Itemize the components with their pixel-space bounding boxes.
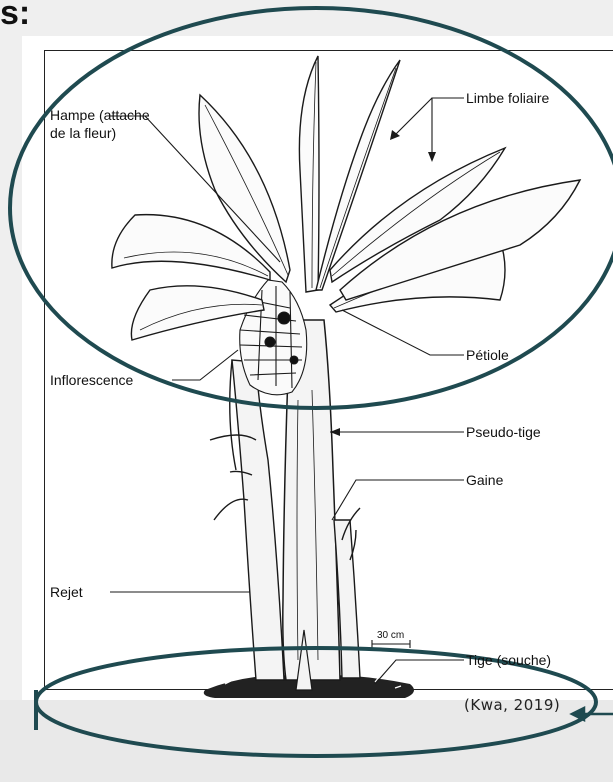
scale-bar-label: 30 cm (377, 630, 404, 641)
label-hampe: Hampe (attache de la fleur) (50, 106, 160, 142)
label-inflorescence: Inflorescence (50, 371, 133, 389)
left-bracket-mark (34, 690, 38, 730)
label-pseudo-tige: Pseudo-tige (466, 423, 541, 441)
label-gaine: Gaine (466, 471, 503, 489)
label-petiole: Pétiole (466, 346, 509, 364)
label-rejet: Rejet (50, 583, 83, 601)
citation: (Kwa, 2019) (464, 696, 560, 714)
label-tige-souche: Tige (souche) (466, 651, 551, 669)
label-limbe-foliaire: Limbe foliaire (466, 89, 549, 107)
